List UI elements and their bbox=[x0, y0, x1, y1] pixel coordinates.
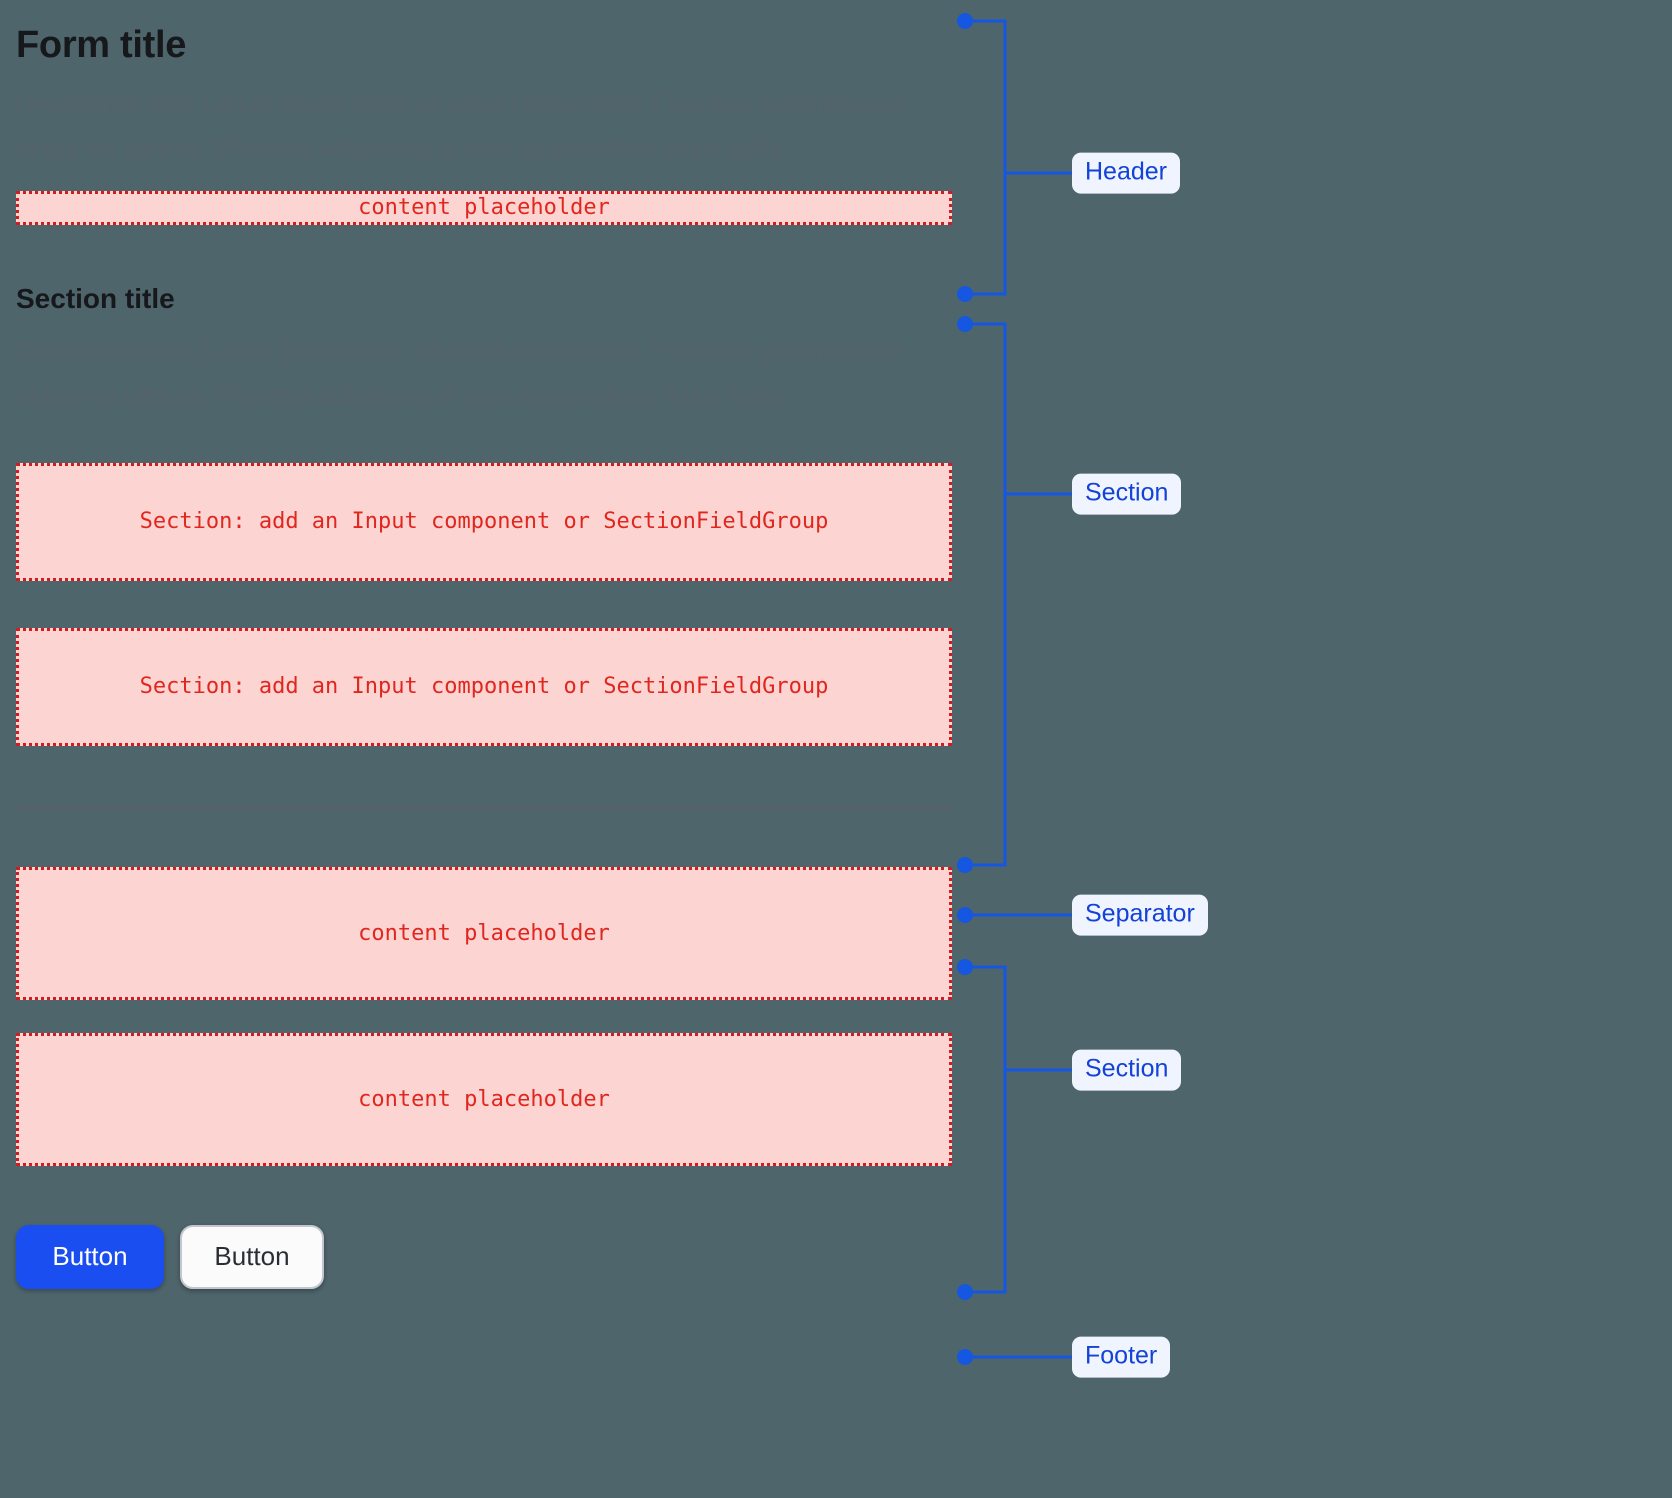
annotation-badge-separator[interactable]: Separator bbox=[1072, 894, 1208, 936]
annotation-badge-footer[interactable]: Footer bbox=[1072, 1336, 1171, 1378]
annotation-badge-section-one[interactable]: Section bbox=[1072, 473, 1182, 515]
section-two-content-placeholder-2[interactable]: content placeholder bbox=[16, 1032, 952, 1166]
section-title: Section title bbox=[16, 282, 175, 314]
primary-button[interactable]: Button bbox=[16, 1224, 164, 1289]
section-two-content-placeholder-1[interactable]: content placeholder bbox=[16, 866, 952, 1000]
section-one-block: Section title Description text. Lorem ip… bbox=[16, 281, 952, 746]
annotation-badge-section-two[interactable]: Section bbox=[1072, 1049, 1182, 1091]
header-content-placeholder[interactable]: content placeholder bbox=[16, 190, 952, 225]
section-field-placeholder-2[interactable]: Section: add an Input component or Secti… bbox=[16, 627, 952, 746]
separator bbox=[16, 807, 952, 810]
form-footer: Button Button bbox=[16, 1224, 952, 1289]
section-two-block: content placeholder content placeholder bbox=[16, 866, 952, 1166]
form-title: Form title bbox=[16, 24, 187, 66]
form-content-column: Form title Description text. Lorem ipsum… bbox=[16, 0, 952, 1289]
form-description: Description text. Lorem ipsum dolor sit … bbox=[16, 89, 903, 164]
secondary-button[interactable]: Button bbox=[180, 1224, 324, 1289]
section-field-placeholder-1[interactable]: Section: add an Input component or Secti… bbox=[16, 462, 952, 581]
form-header-block: Form title Description text. Lorem ipsum… bbox=[16, 22, 952, 225]
annotation-badge-header[interactable]: Header bbox=[1072, 152, 1180, 194]
section-description: Description text. Lorem ipsum dolor sit … bbox=[16, 336, 903, 411]
